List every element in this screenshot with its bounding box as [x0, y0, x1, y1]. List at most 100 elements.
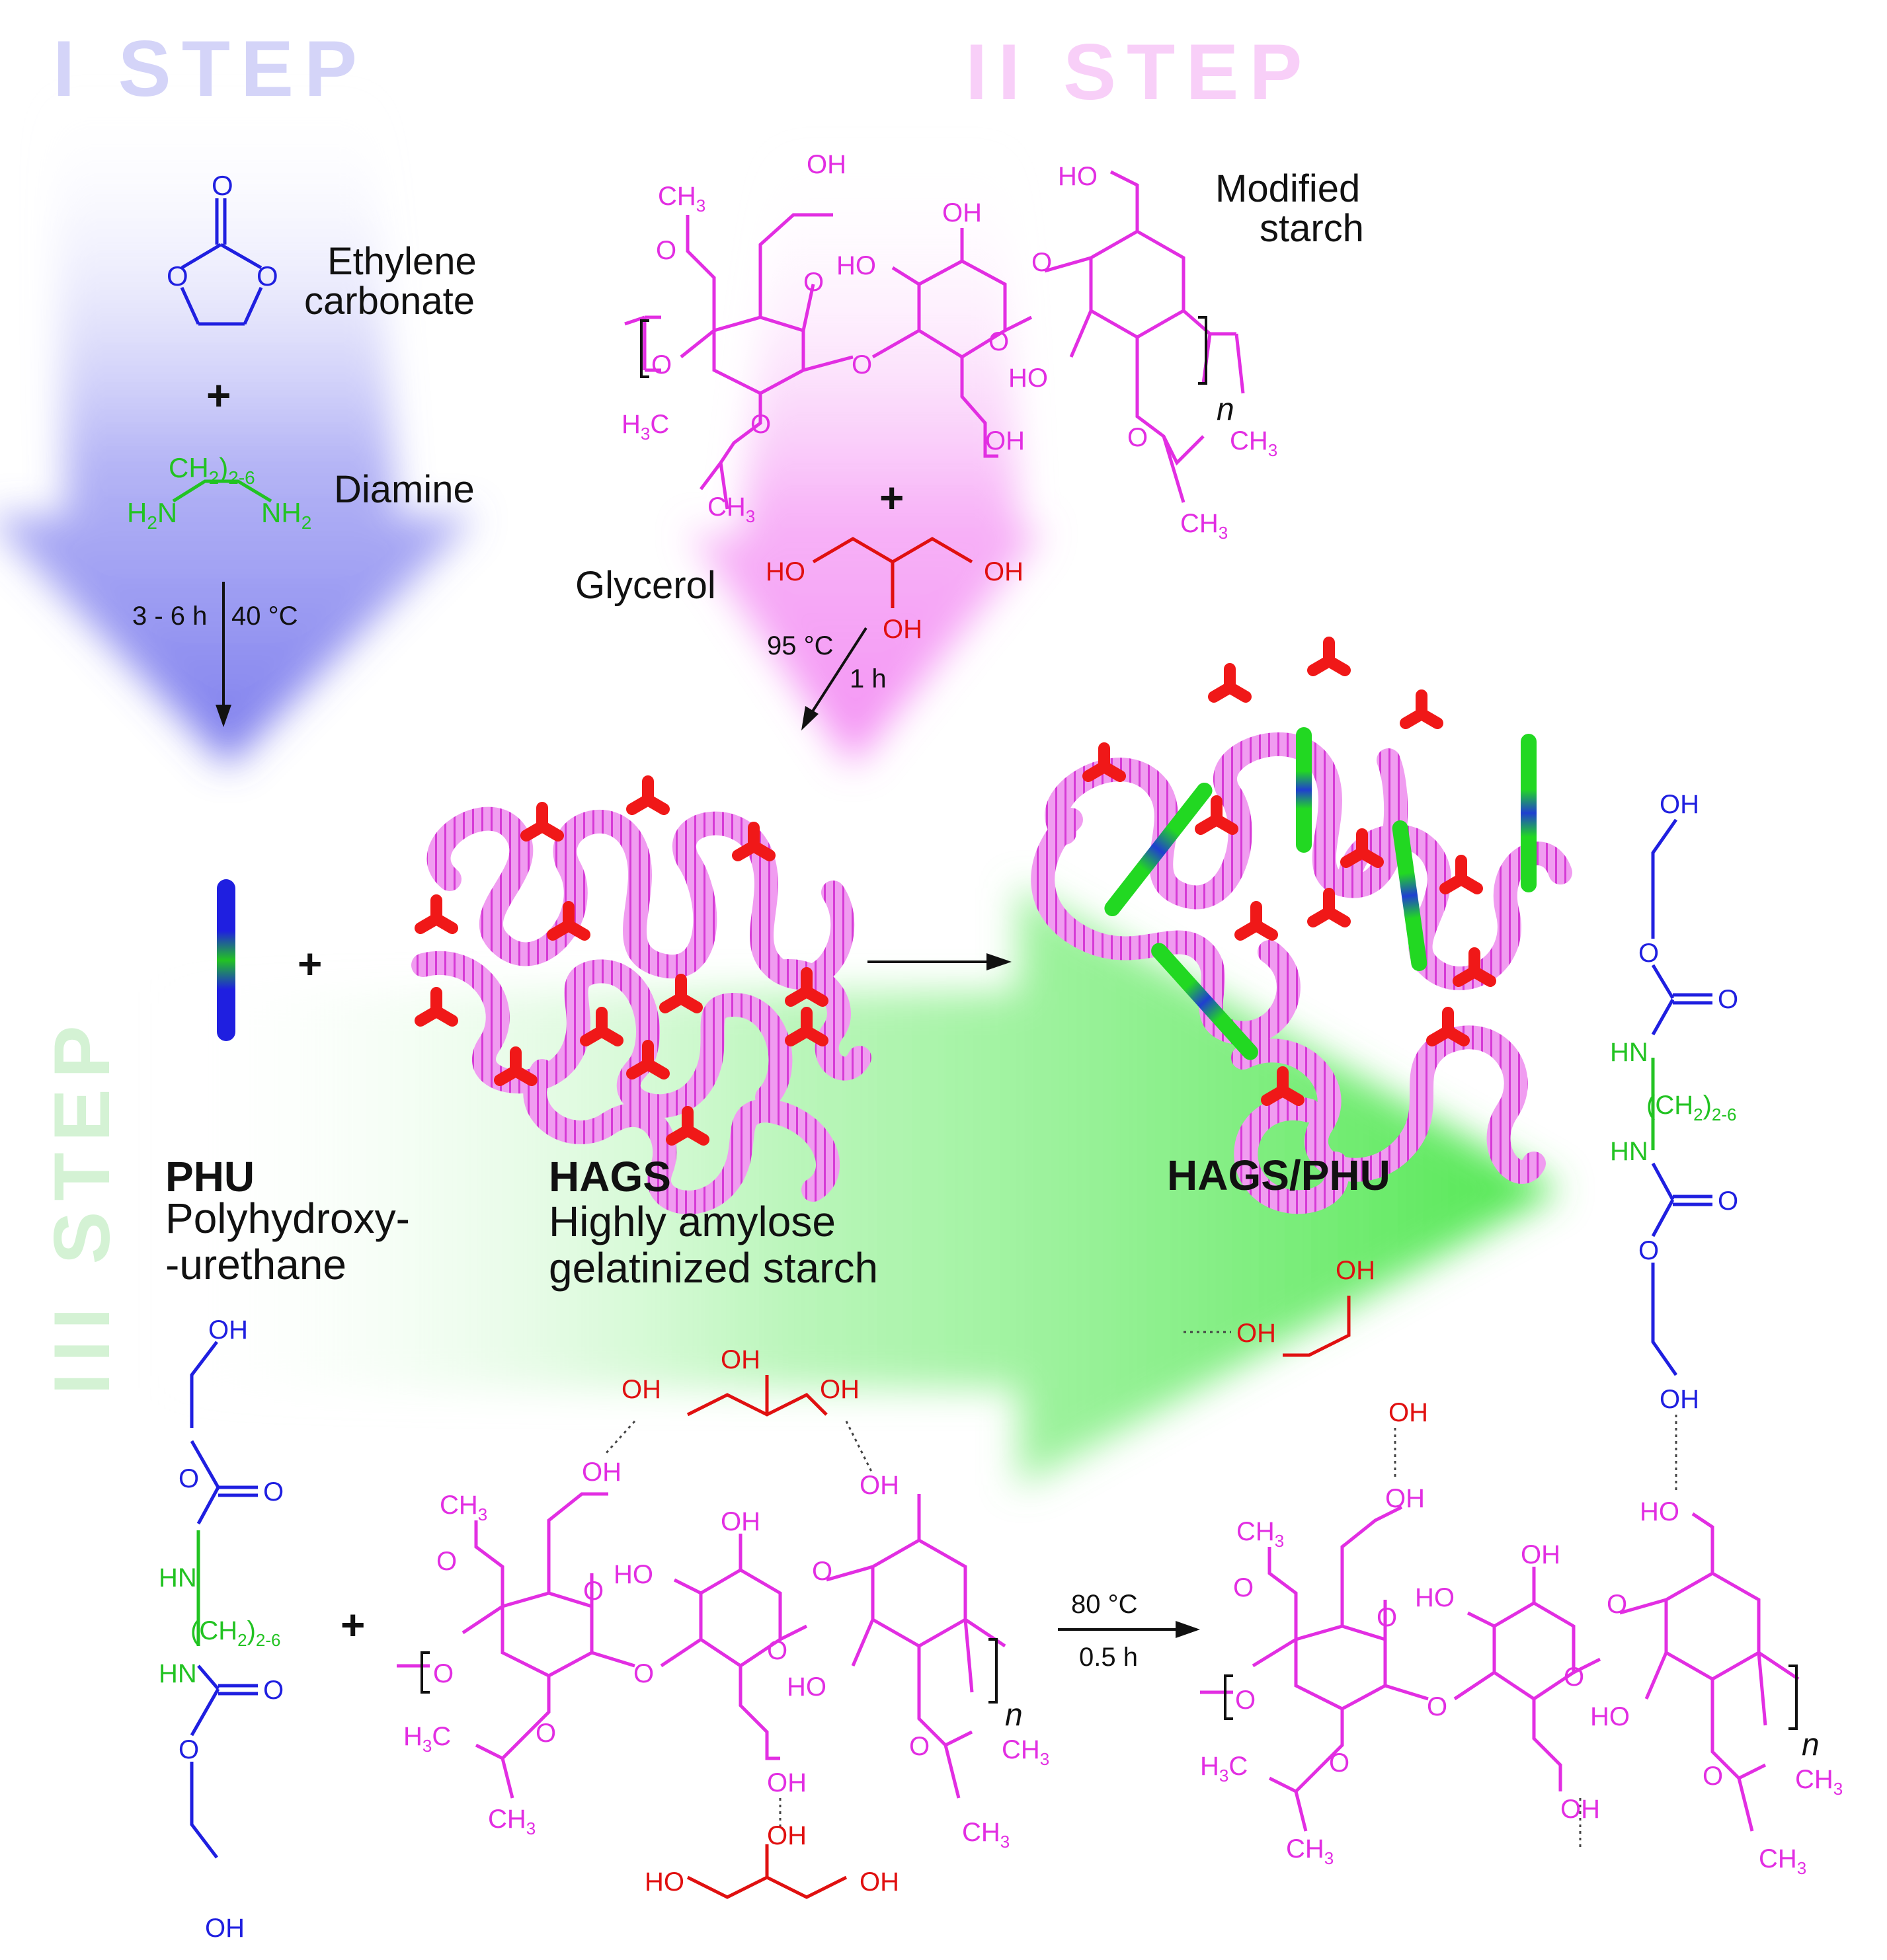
sub: 2-6	[256, 1630, 281, 1650]
hags-oh: OH	[860, 1471, 899, 1500]
ethylene-label-1: Ethylene	[327, 240, 477, 283]
hags-oh: OH	[721, 1507, 760, 1536]
sub: 3	[641, 424, 650, 444]
phu-full-2: -urethane	[165, 1241, 346, 1288]
starch-o: O	[656, 236, 676, 265]
starch-oh: OH	[807, 150, 846, 179]
repeat-n: n	[1802, 1727, 1820, 1762]
glycerol-label: Glycerol	[575, 564, 716, 607]
prod-oh: OH	[1385, 1484, 1425, 1513]
step1-reaction-arrow	[216, 582, 231, 727]
sub: 3	[1268, 440, 1277, 460]
prod-phu-oh: OH	[1660, 790, 1699, 819]
starch-ho: HO	[1058, 162, 1098, 191]
prod-ho: HO	[1415, 1583, 1455, 1612]
phu-ch2: (CH2)2-6	[190, 1616, 280, 1650]
prod-ho: HO	[1590, 1702, 1630, 1731]
c-text: C	[650, 410, 669, 439]
product-glycerol	[1283, 1296, 1351, 1357]
c-text: C	[432, 1722, 451, 1751]
sub: 2	[147, 512, 157, 533]
phu-o: O	[179, 1735, 199, 1764]
sub: 3	[526, 1819, 536, 1838]
hags-o: O	[433, 1659, 454, 1688]
prod-phu-o: O	[1638, 1236, 1659, 1265]
hydrogen-bonds	[604, 1420, 874, 1828]
hags-full-2: gelatinized starch	[549, 1244, 878, 1292]
ch-text: CH	[1236, 1517, 1275, 1546]
svg-text:NH2: NH2	[261, 497, 311, 533]
sub: 2	[1693, 1105, 1703, 1124]
prod-phu-o: O	[1718, 985, 1738, 1014]
final-reaction-arrow	[1058, 1621, 1200, 1638]
n-text: N	[261, 497, 281, 528]
paren: )	[247, 1616, 256, 1645]
hags-o: O	[436, 1547, 457, 1576]
h-text: H	[622, 410, 641, 439]
polymer-bracket	[421, 1638, 998, 1704]
phu-rod	[1521, 734, 1537, 892]
starch-ho: HO	[836, 251, 876, 280]
repeat-n: n	[1217, 392, 1234, 427]
hags-o: O	[536, 1719, 556, 1748]
starch-h3c: H3C	[622, 410, 669, 444]
sub: 3	[1219, 1766, 1228, 1785]
hags-ch3: CH3	[488, 1805, 536, 1838]
ch-text: CH	[1230, 426, 1268, 455]
polymer-bracket	[640, 316, 1207, 385]
hags-ch3: CH3	[962, 1818, 1010, 1852]
prod-ch3: CH3	[1759, 1844, 1806, 1878]
prod-o: O	[1427, 1692, 1447, 1721]
hags-oh: OH	[582, 1458, 622, 1487]
prod-o: O	[1329, 1748, 1349, 1778]
prod-phu-o: O	[1638, 939, 1659, 968]
hags-oh: OH	[767, 1768, 807, 1797]
step1-temp: 40 °C	[231, 602, 298, 631]
prod-o: O	[1703, 1762, 1723, 1791]
prod-oh: OH	[1521, 1540, 1560, 1569]
starch-ch3: CH3	[707, 492, 755, 526]
phu-oh: OH	[208, 1315, 248, 1345]
step3-reaction-arrow	[867, 953, 1012, 970]
hags-phu-label: HAGS/PHU	[1167, 1152, 1390, 1199]
repeat-n: n	[1005, 1698, 1023, 1733]
h-text: H	[281, 497, 301, 528]
sub: 2	[209, 467, 220, 488]
prod-phu-oh: OH	[1660, 1385, 1699, 1414]
sub: 3	[696, 196, 705, 216]
phu-rod	[1151, 943, 1258, 1060]
prod-gly-oh: OH	[1336, 1256, 1375, 1285]
hags-o: O	[767, 1636, 787, 1665]
paren: )	[1703, 1091, 1712, 1120]
ch-text: CH	[1655, 1091, 1693, 1120]
ch-text: CH	[707, 492, 746, 522]
step3-title: III STEP	[38, 1015, 126, 1395]
phu-oh: OH	[205, 1914, 245, 1943]
starch-o: O	[651, 350, 672, 379]
sub: 3	[746, 506, 755, 526]
prod-ch3: CH3	[1236, 1517, 1284, 1551]
phu-o: O	[263, 1676, 284, 1705]
starch-o: O	[750, 410, 771, 439]
sub: 3	[1275, 1531, 1284, 1551]
hags-full-1: Highly amylose	[549, 1198, 836, 1245]
ch-text: CH	[169, 452, 209, 483]
hags-ch3: CH3	[1002, 1735, 1049, 1769]
prod-gly-oh: OH	[1388, 1398, 1428, 1427]
starch-o: O	[1031, 248, 1052, 277]
plus-sign: +	[879, 474, 904, 522]
product-phu-chain: OH O O HN (CH2)2-6 HN O O OH	[1610, 790, 1738, 1414]
starch-ch3: CH3	[1230, 426, 1277, 460]
ethylene-carbonate-structure	[180, 198, 263, 326]
starch-ch3: CH3	[658, 182, 705, 216]
ch-text: CH	[440, 1491, 478, 1520]
h-text: H	[1200, 1752, 1219, 1781]
n-text: N	[157, 497, 177, 528]
phu-full-1: Polyhydroxy-	[165, 1195, 410, 1242]
step1-time: 3 - 6 h	[132, 602, 207, 631]
ch-text: CH	[488, 1805, 526, 1834]
phu-rod	[1104, 782, 1213, 917]
ch-text: CH	[199, 1616, 237, 1645]
phu-rod	[1296, 727, 1312, 853]
hags-o: O	[812, 1557, 832, 1586]
